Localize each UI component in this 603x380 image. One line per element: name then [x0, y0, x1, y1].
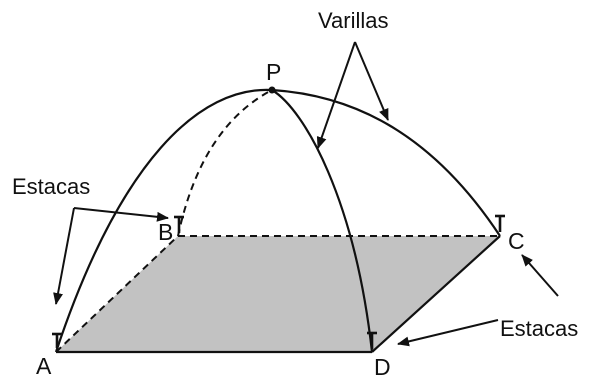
- point-label-c: C: [508, 228, 525, 254]
- base-edge-dc: [371, 235, 501, 353]
- point-label-d: D: [374, 354, 391, 380]
- arrow-icon: [73, 207, 169, 222]
- label-varillas: Varillas: [318, 8, 389, 33]
- point-label-a: A: [36, 353, 52, 379]
- t-shaped-stake-icon: [52, 332, 62, 348]
- point-label-p: P: [266, 59, 281, 85]
- base-edge-ab-hidden: [55, 235, 179, 353]
- t-shaped-stake-icon: [495, 214, 505, 232]
- label-estacas-right: Estacas: [500, 316, 578, 341]
- arrow-icon: [316, 41, 356, 149]
- t-shaped-stake-icon: [174, 215, 184, 233]
- point-label-b: B: [158, 219, 173, 245]
- arrow-icon: [354, 41, 389, 121]
- arrow-icon: [397, 319, 499, 347]
- rod-p-d: [271, 89, 374, 353]
- label-estacas-left: Estacas: [12, 174, 90, 199]
- tent-base: [56, 236, 500, 352]
- t-shaped-stake-icon: [367, 331, 377, 349]
- arrow-icon: [53, 207, 75, 305]
- apex-point: [268, 86, 276, 94]
- rod-b-p-hidden: [177, 89, 273, 237]
- arrow-icon: [521, 254, 559, 297]
